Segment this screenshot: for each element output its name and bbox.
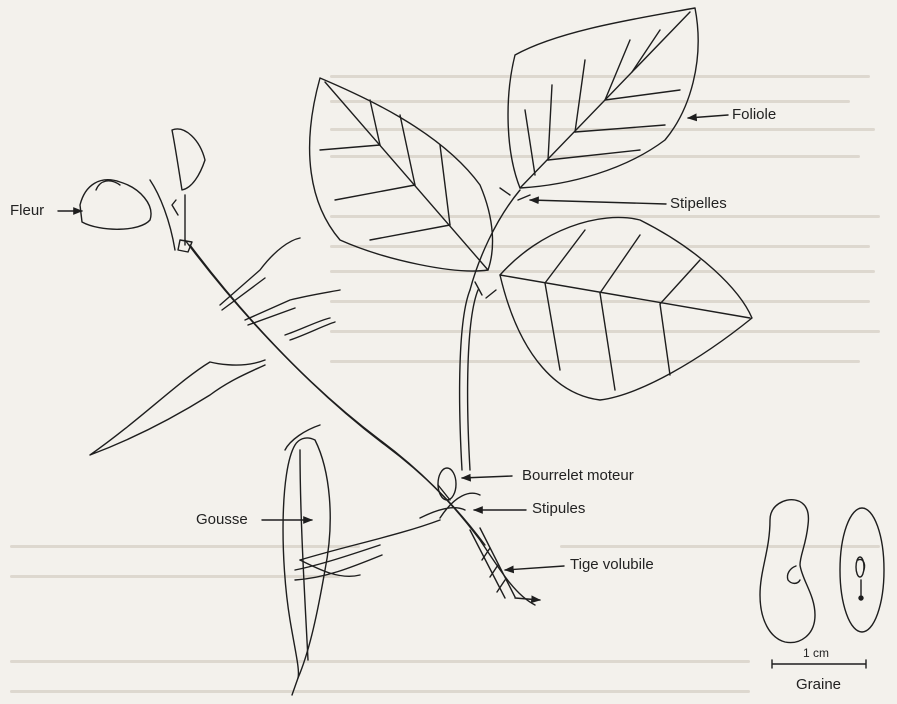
petiole-edge (468, 290, 478, 470)
seed-hilum-view (840, 508, 884, 632)
seed-side-view (760, 500, 815, 643)
leaflet-right (500, 217, 752, 400)
label-foliole: Foliole (732, 106, 776, 123)
arrow-bourrelet (462, 476, 512, 478)
pods (90, 238, 340, 695)
label-fleur: Fleur (10, 202, 44, 219)
label-bourrelet-moteur: Bourrelet moteur (522, 467, 634, 484)
label-stipules: Stipules (532, 500, 585, 517)
label-stipelles: Stipelles (670, 195, 727, 212)
label-gousse: Gousse (196, 511, 248, 528)
flower-cluster (80, 129, 205, 252)
scale-bar (772, 660, 866, 668)
label-graine: Graine (796, 676, 841, 693)
arrow-stipelles (530, 200, 666, 204)
stipules-shape (420, 485, 480, 518)
arrow-stem-tip (515, 598, 540, 600)
arrow-tige (505, 566, 564, 570)
leaflet-left (310, 78, 493, 271)
rachis (470, 190, 520, 290)
leaflet-terminal (508, 8, 698, 188)
stipels (500, 188, 530, 200)
label-scale: 1 cm (803, 646, 829, 660)
label-tige-volubile: Tige volubile (570, 556, 654, 573)
arrow-foliole (688, 115, 728, 118)
